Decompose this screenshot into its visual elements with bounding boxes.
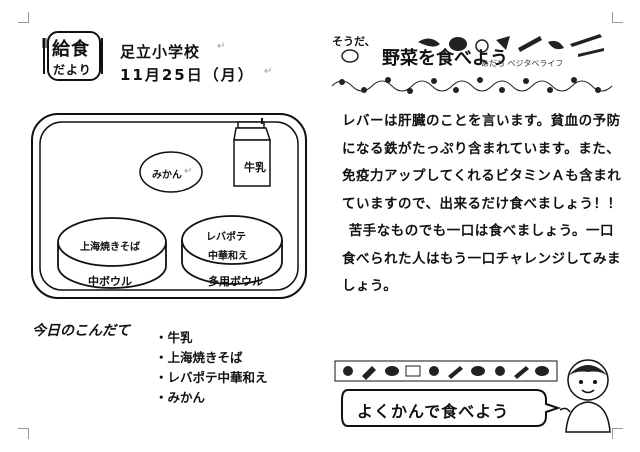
banner-title: 野菜を食べよう (382, 48, 508, 69)
newsletter-date: 11月25日（月） (120, 66, 255, 84)
crop-mark-bottom-left (18, 428, 29, 439)
vegetable-strip-illustration (334, 360, 558, 382)
menu-item: ・みかん (155, 390, 206, 405)
paragraph-mark: ↵ (184, 166, 193, 177)
speech-bubble (341, 389, 562, 427)
banner-prefix: そうだ、 (332, 35, 376, 48)
menu-item: ・牛乳 (155, 330, 193, 345)
crop-mark-top-left (18, 12, 29, 23)
left-bowl-label: 中ボウル (88, 275, 132, 288)
lunch-tray (31, 113, 307, 299)
right-bowl-dish2: 中華和え (208, 251, 248, 262)
vegetable-illustrations (331, 34, 613, 94)
newsletter-logo-frame (42, 31, 103, 81)
logo-title: 給食 (52, 39, 90, 60)
nutritionist-character-illustration (560, 359, 611, 433)
paragraph-mark: ↵ (264, 66, 273, 77)
crop-mark-bottom-right (612, 428, 623, 439)
mikan-label: みかん (152, 170, 182, 181)
slogan-text: よくかんで食べよう (357, 402, 510, 421)
school-name: 足立小学校 (120, 43, 201, 61)
milk-label: 牛乳 (244, 161, 266, 174)
right-bowl-label: 多用ボウル (208, 275, 263, 288)
article-paragraph: 苦手なものでも一口は食べましょう。一口食べられた人はもう一口チャレンジしてみまし… (342, 223, 622, 294)
medium-bowl (57, 217, 167, 289)
mikan-plate (139, 151, 203, 193)
menu-list: ・牛乳 ・上海焼きそば ・レバポテ中華和え ・みかん (155, 328, 268, 408)
menu-item: ・レバポテ中華和え (155, 370, 268, 385)
menu-heading: 今日のこんだて (32, 323, 130, 339)
right-bowl-dish1: レバポテ (206, 232, 246, 243)
menu-item: ・上海焼きそば (155, 350, 243, 365)
crop-mark-top-right (612, 12, 623, 23)
milk-carton-icon (233, 118, 272, 187)
article-body: レバーは肝臓のことを言います。貧血の予防になる鉄がたっぷり含まれています。また、… (342, 108, 622, 301)
left-bowl-dish: 上海焼きそば (80, 242, 140, 253)
multipurpose-bowl (181, 215, 283, 285)
banner-subtitle: あだち ベジタベライフ (481, 59, 564, 68)
paragraph-mark: ↵ (217, 41, 226, 52)
logo-subtitle: だより (53, 63, 92, 77)
article-paragraph: レバーは肝臓のことを言います。貧血の予防になる鉄がたっぷり含まれています。また、… (342, 113, 622, 212)
